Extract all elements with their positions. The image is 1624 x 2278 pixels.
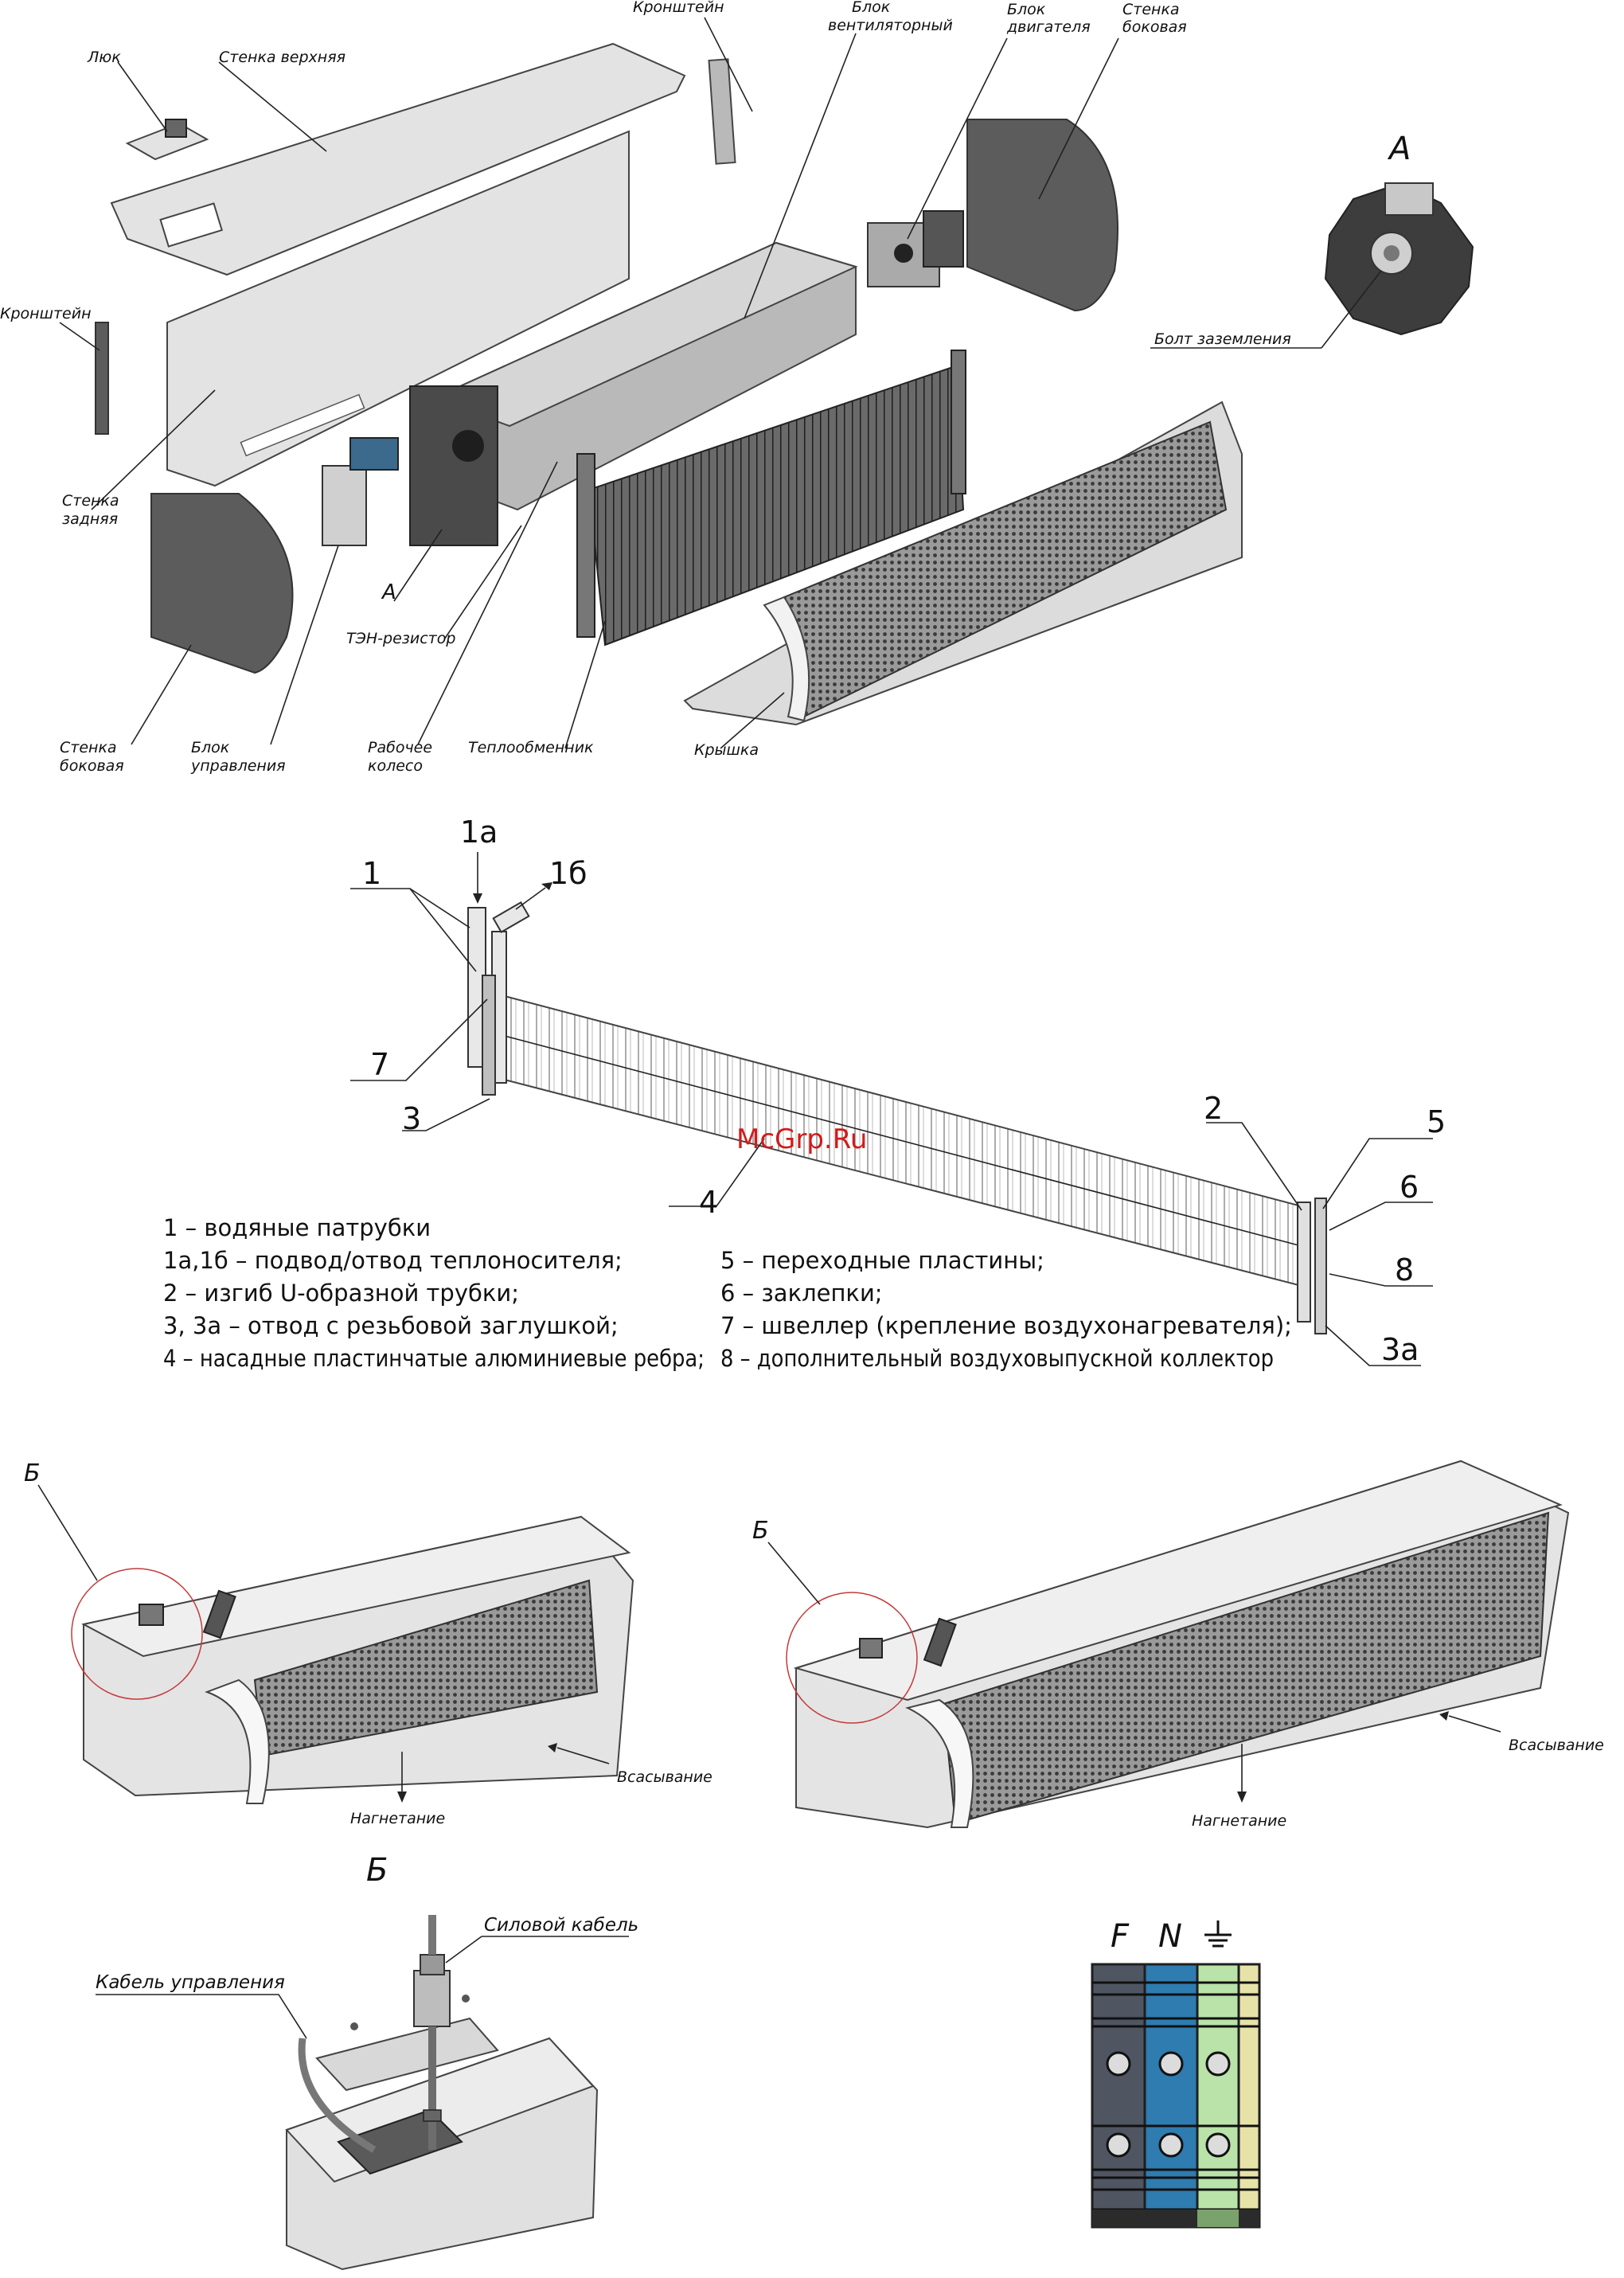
label-back-wall-2: задняя <box>62 510 118 528</box>
side-wall-right-part <box>966 119 1118 312</box>
back-wall-part <box>166 130 630 487</box>
callout-1b: 1б <box>549 856 588 891</box>
callout-1: 1 <box>362 856 381 891</box>
legend-item-6: 6 – заклепки; <box>720 1280 883 1307</box>
detail-b-circle-right <box>786 1592 918 1724</box>
assembled-view-right: Б Нагнетание Всасывание <box>752 1459 1604 1830</box>
callout-3: 3 <box>402 1101 421 1136</box>
legend-item-5: 5 – переходные пластины; <box>720 1247 1044 1274</box>
terminal-column-neutral <box>1143 1963 1199 2229</box>
detail-a-title: А <box>1387 131 1411 167</box>
terminal-column-phase <box>1091 1963 1146 2229</box>
exploded-leaders <box>59 17 1119 749</box>
bracket-top-part <box>708 58 736 165</box>
control-block-part <box>322 437 399 546</box>
back-wall-slot <box>240 393 365 457</box>
detail-a-view: А Болт заземления <box>1150 131 1474 349</box>
heat-exchanger-view: 1 1а 1б 7 3 4 2 5 6 8 3а McGrp.Ru 1 – во… <box>163 815 1446 1372</box>
label-impeller-2: колесо <box>368 757 423 775</box>
earth-ground-icon <box>1204 1920 1232 1948</box>
terminal-screws <box>1106 2051 1231 2158</box>
label-top-wall: Стенка верхняя <box>219 49 345 66</box>
assembled-view-left: Б Нагнетание Всасывание <box>24 1459 712 1827</box>
pipe-elbow-outlet <box>492 901 530 934</box>
transition-plates <box>1297 1202 1311 1323</box>
label-discharge-left: Нагнетание <box>350 1810 445 1827</box>
callout-2: 2 <box>1204 1091 1223 1126</box>
terminal-ground-stripe <box>1237 1963 1261 2229</box>
label-back-wall-1: Стенка <box>62 492 119 510</box>
label-intake-right: Всасывание <box>1509 1737 1604 1754</box>
label-bracket-top: Кронштейн <box>633 0 724 16</box>
label-hatch: Люк <box>87 49 121 66</box>
label-heat-exchanger: Теплообменник <box>468 739 594 756</box>
label-impeller-1: Рабочее <box>368 739 432 756</box>
top-wall-part <box>110 42 686 276</box>
legend-item-4: 4 – насадные пластинчатые алюминиевые ре… <box>163 1345 705 1372</box>
collector-8 <box>1314 1198 1327 1334</box>
detail-b-marker-right: Б <box>752 1517 769 1545</box>
label-bracket-left: Кронштейн <box>0 305 92 322</box>
detail-b-circle-left <box>71 1568 203 1700</box>
terminal-block: F N <box>1091 1918 1261 2229</box>
legend-item-8: 8 – дополнительный воздуховыпускной колл… <box>720 1345 1274 1372</box>
label-side-wall-left-2: боковая <box>60 757 124 775</box>
label-side-wall-right-1: Стенка <box>1122 1 1180 18</box>
legend-item-1a1b: 1а,1б – подвод/отвод теплоносителя; <box>163 1247 623 1274</box>
label-intake-left: Всасывание <box>617 1768 712 1786</box>
label-cover: Крышка <box>694 741 759 759</box>
callout-6: 6 <box>1400 1170 1419 1205</box>
label-control-block-1: Блок <box>191 739 230 756</box>
cover-part <box>683 401 1243 726</box>
label-a-marker: А <box>381 580 396 604</box>
detail-b-view: Б Силовой кабель Кабель управления <box>96 1852 638 2271</box>
terminal-label-n: N <box>1158 1918 1182 1955</box>
label-motor-block-1: Блок <box>1007 1 1046 18</box>
channel-bracket <box>482 975 496 1096</box>
fan-block-part <box>409 241 858 546</box>
watermark: McGrp.Ru <box>736 1123 867 1155</box>
label-side-wall-right-2: боковая <box>1122 18 1187 36</box>
label-fan-block-1: Блок <box>852 0 891 16</box>
bracket-left-part <box>95 322 109 435</box>
legend-item-3: 3, 3а – отвод с резьбовой заглушкой; <box>163 1312 619 1339</box>
detail-b-title: Б <box>366 1852 388 1889</box>
label-heater-resistor: ТЭН-резистор <box>346 630 455 647</box>
exploded-view: А Болт заземления Люк Стенка верхняя <box>0 0 1474 775</box>
label-fan-block-2: вентиляторный <box>828 17 953 34</box>
callout-1a: 1а <box>460 815 498 850</box>
legend-item-7: 7 – швеллер (крепление воздухонагревател… <box>720 1312 1292 1339</box>
callout-5: 5 <box>1427 1104 1446 1139</box>
callout-4: 4 <box>699 1185 718 1220</box>
label-power-cable: Силовой кабель <box>484 1915 638 1936</box>
hatch-opening <box>159 202 223 248</box>
hatch-part <box>125 119 209 161</box>
terminal-label-f: F <box>1111 1918 1130 1955</box>
detail-b-marker-left: Б <box>24 1459 41 1487</box>
label-ground-bolt: Болт заземления <box>1154 330 1291 348</box>
label-control-block-2: управления <box>190 757 286 775</box>
callout-3a: 3а <box>1381 1332 1419 1367</box>
terminal-column-ground <box>1196 1963 1240 2229</box>
label-side-wall-left-1: Стенка <box>60 739 117 756</box>
label-motor-block-2: двигателя <box>1006 18 1091 36</box>
motor-block-part <box>867 210 964 287</box>
legend-item-2: 2 – изгиб U-образной трубки; <box>163 1280 519 1307</box>
label-control-cable: Кабель управления <box>96 1972 285 1993</box>
heat-exchanger-part <box>576 350 966 647</box>
side-wall-left-part <box>150 493 294 674</box>
callout-8: 8 <box>1395 1252 1414 1287</box>
callout-7: 7 <box>370 1047 389 1082</box>
label-discharge-right: Нагнетание <box>1192 1812 1286 1830</box>
legend-item-1: 1 – водяные патрубки <box>163 1214 431 1241</box>
